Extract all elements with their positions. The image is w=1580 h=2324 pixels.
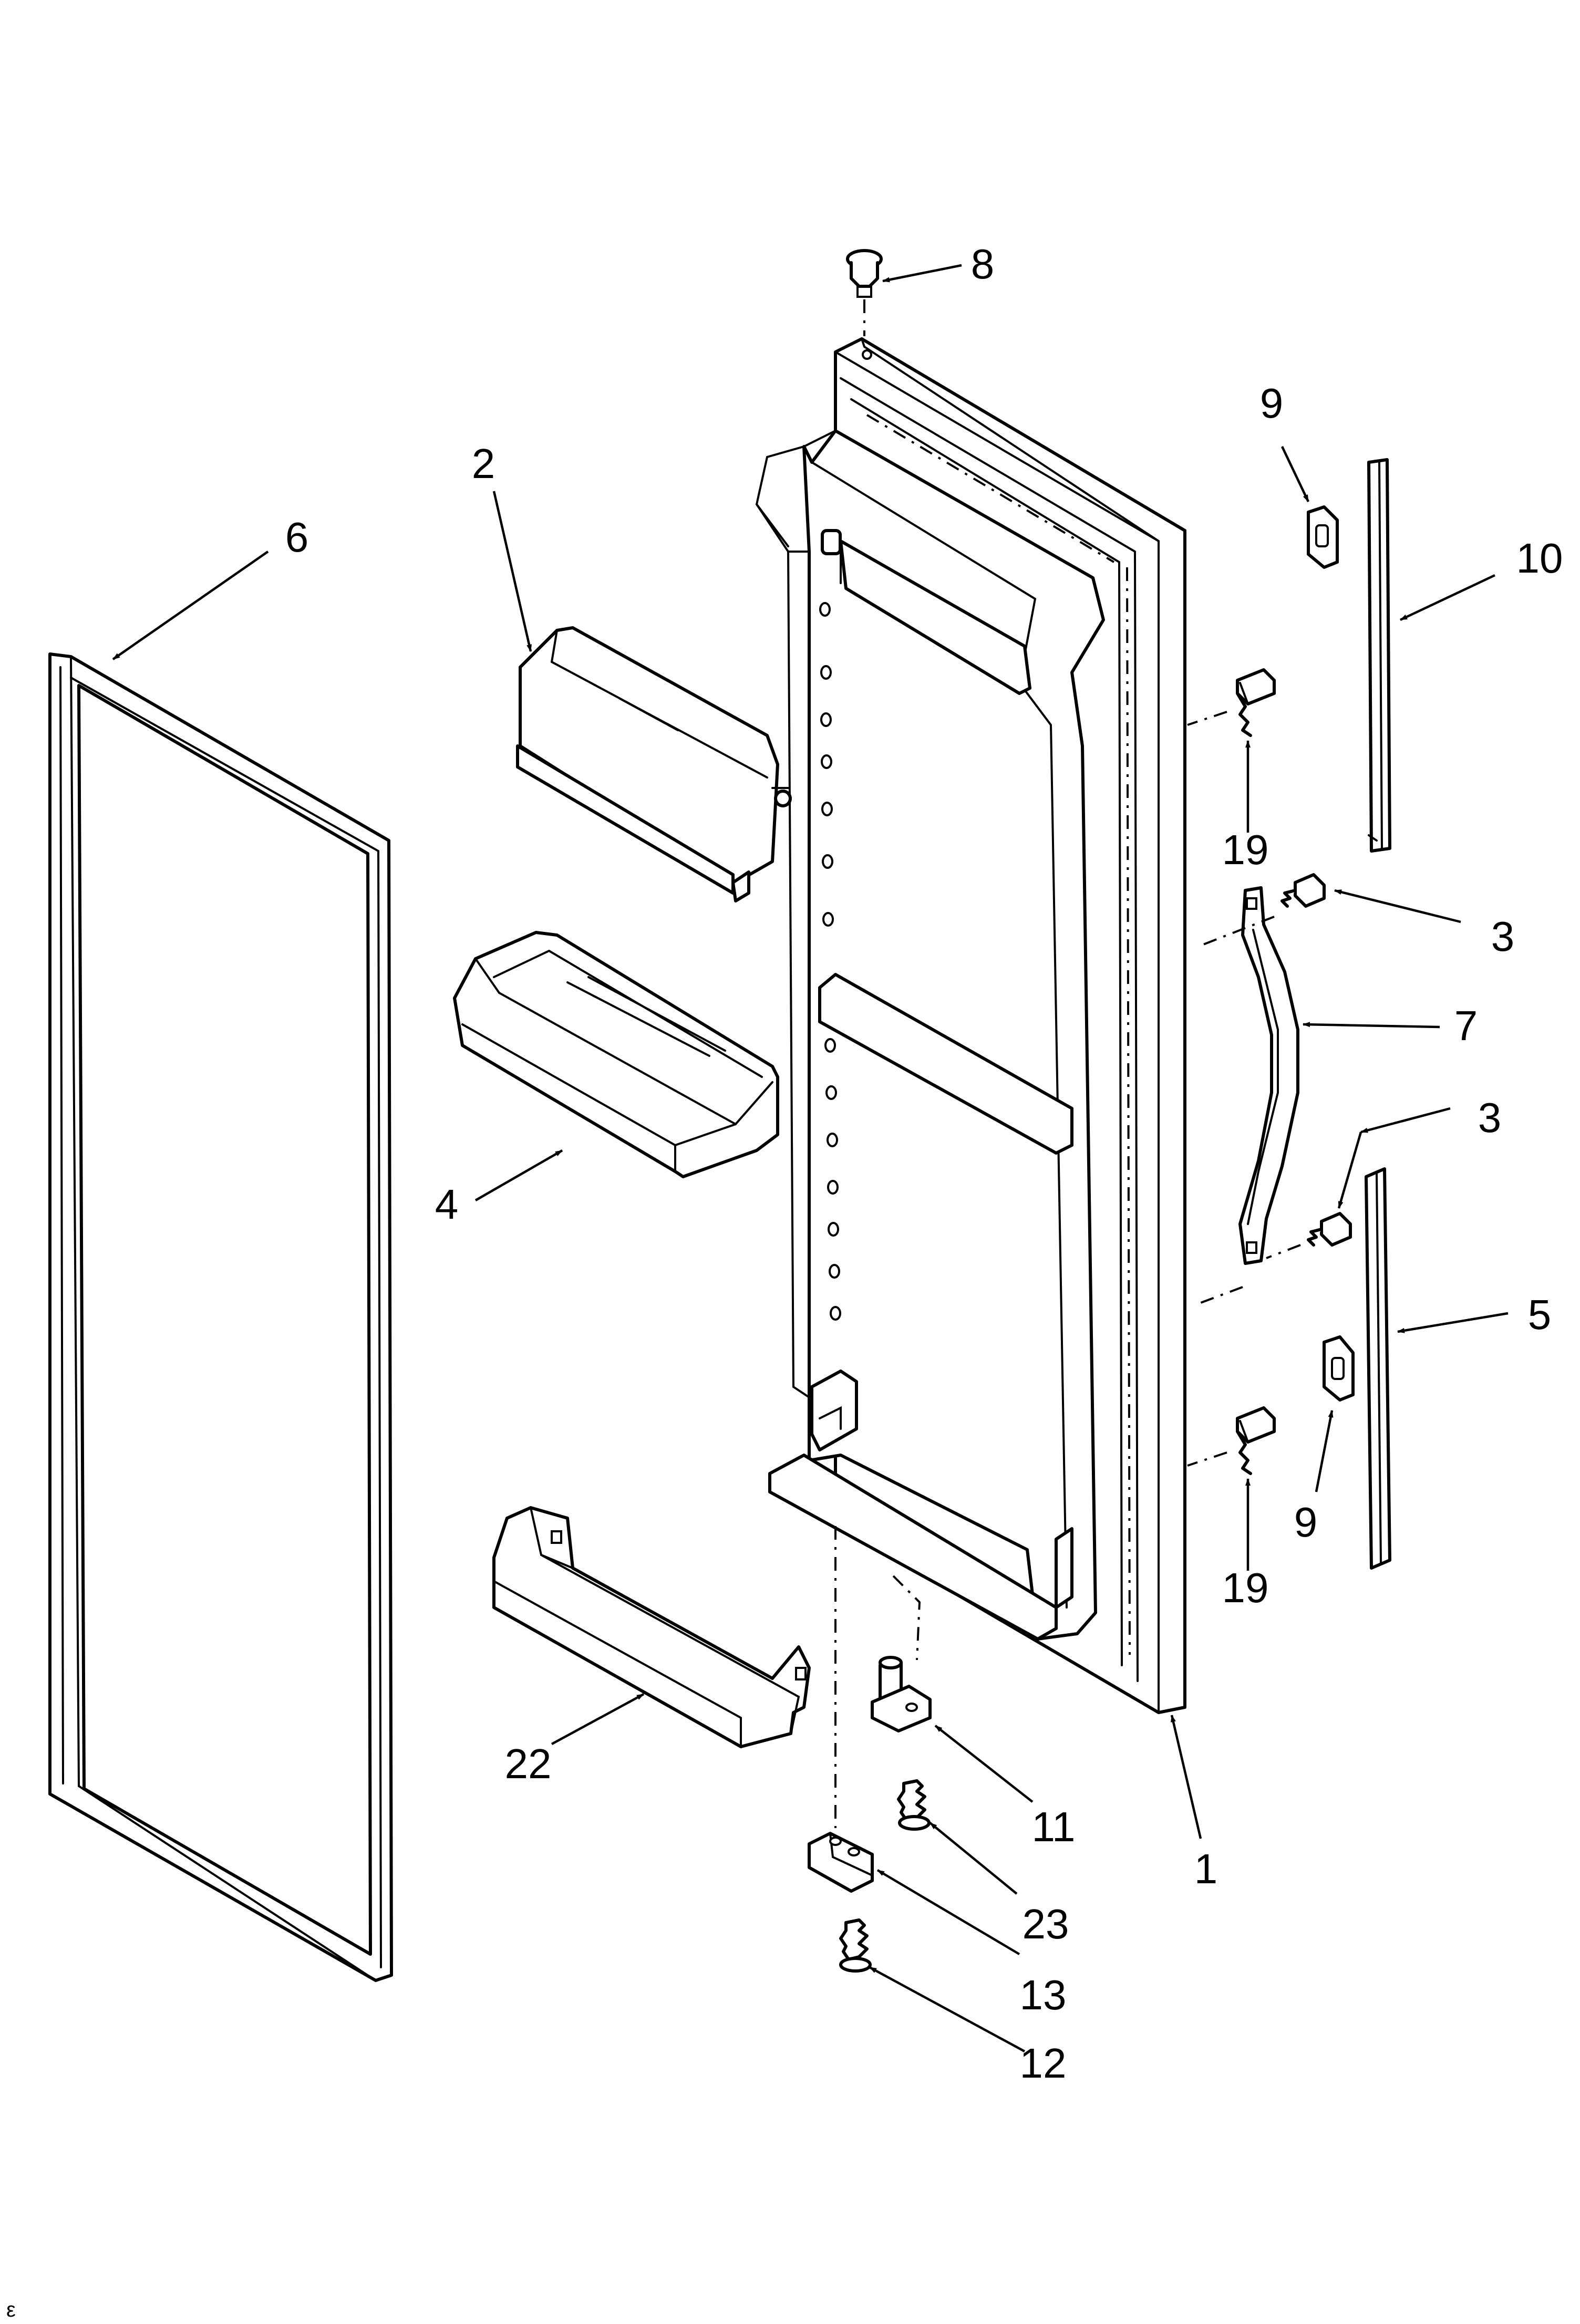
part-5-trim-strip [1365,1167,1391,1570]
part-10-trim-strip [1367,458,1391,853]
part-3-screw-upper [1280,873,1326,908]
part-13-hinge-block [808,1832,874,1893]
callout-9-lower: 9 [1294,1499,1318,1545]
callout-2: 2 [472,440,495,487]
leader-lines [112,264,1509,2052]
part-4-door-bin [453,931,779,1178]
part-9-clip-upper [1307,505,1339,569]
callout-4: 4 [435,1181,459,1228]
callout-1: 1 [1194,1845,1218,1892]
part-23-screw [897,1779,931,1831]
callout-12: 12 [1020,2040,1067,2087]
callout-5: 5 [1528,1291,1552,1338]
part-3-screw-lower [1307,1212,1352,1247]
callout-19-lower: 19 [1222,1564,1269,1611]
callout-22: 22 [505,1740,552,1787]
part-8-hinge-plug [846,249,883,336]
part-19-screw-upper [1236,668,1276,737]
callout-10: 10 [1516,535,1563,582]
part-9-clip-lower [1323,1335,1355,1402]
part-11-hinge-pin [871,1656,932,1732]
callout-labels: 8 2 6 9 10 19 3 7 3 4 5 9 19 22 11 1 23 … [6,241,1563,2321]
callout-7: 7 [1454,1002,1478,1049]
callout-11: 11 [1031,1803,1075,1850]
door-liner-panel [755,429,1105,1641]
callout-19-upper: 19 [1222,826,1269,873]
liner-mounting-holes [819,602,841,1321]
callout-9-upper: 9 [1260,380,1284,427]
part-22-bottom-bin [492,1506,811,1749]
part-6-door-gasket [48,652,393,1982]
part-7-door-handle [1238,886,1299,1265]
corner-mark: ε [6,2298,16,2321]
assembly-centerlines [834,711,1301,1828]
callout-3-upper: 3 [1491,913,1515,960]
callout-6: 6 [285,514,309,561]
callout-23: 23 [1023,1901,1069,1947]
part-12-screw [839,1918,872,1973]
callout-8: 8 [971,241,995,287]
callout-3-lower: 3 [1478,1094,1502,1141]
callout-13: 13 [1020,1972,1067,2018]
part-19-screw-lower [1236,1406,1276,1475]
part-2-dairy-cover [516,626,792,902]
